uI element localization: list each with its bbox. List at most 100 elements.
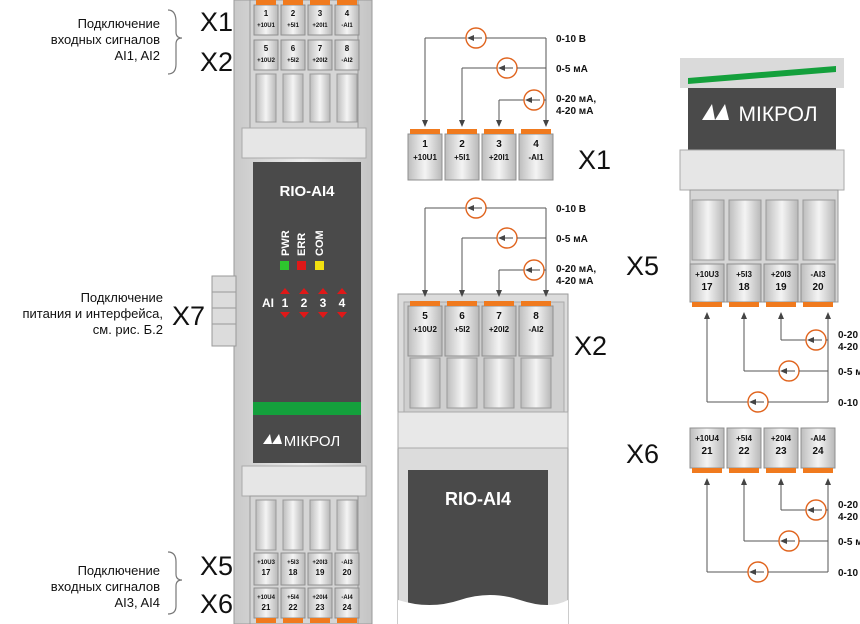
terminal-screw-cap (803, 468, 833, 473)
terminal-screw-cap (283, 0, 303, 5)
ai-channel-3: 3 (320, 296, 327, 310)
terminal-signal: -AI1 (528, 153, 544, 162)
terminal-number: 21 (701, 446, 713, 457)
terminal-cell (280, 587, 306, 619)
label-line: Подключение (77, 16, 160, 31)
terminal-cell (253, 552, 279, 586)
terminal-cell (481, 133, 517, 181)
terminal-screw-cap (283, 618, 303, 623)
terminal-signal: +10U1 (413, 153, 437, 162)
terminal-signal: -AI2 (341, 58, 353, 64)
green-stripe (253, 402, 361, 415)
terminal-signal: +5I3 (736, 270, 752, 279)
terminal-body (765, 199, 799, 261)
detail-brand-logo: МIКРОЛ (739, 103, 818, 126)
terminal-cell (334, 39, 360, 71)
terminal-screw-cap (447, 301, 477, 306)
terminal-number: 23 (775, 446, 787, 457)
terminal-body (520, 357, 552, 409)
terminal-cell (307, 39, 333, 71)
main-terminals-x5-x6: +10U317+5I318+20I319-AI320+10U421+5I422+… (253, 499, 360, 623)
terminal-number: 20 (343, 568, 352, 577)
detail-brand-mark-icon (702, 104, 729, 120)
signal-label-4-20ma: 4-20 мА (838, 512, 860, 523)
terminal-number: 22 (289, 603, 298, 612)
terminal-signal: -AI3 (341, 560, 353, 566)
terminal-signal: +5I4 (287, 595, 300, 601)
label-line: AI1, AI2 (114, 48, 160, 63)
terminal-screw-cap (484, 301, 514, 306)
connector-label-x2: X2 (200, 47, 234, 77)
terminal-screw-cap (521, 129, 551, 134)
terminal-signal: +20I1 (489, 153, 510, 162)
terminal-cell (518, 305, 554, 357)
terminal-cell (334, 4, 360, 36)
terminal-signal: +20I4 (771, 434, 792, 443)
terminal-number: 3 (496, 139, 502, 150)
connector-label-x1: X1 (200, 7, 234, 37)
terminal-signal: +20I3 (771, 270, 792, 279)
ai-down-arrow-icon (280, 312, 347, 318)
led-label-pwr: PWR (280, 230, 292, 256)
led-pwr (280, 261, 289, 270)
terminal-signal: -AI4 (341, 595, 353, 601)
wiring: 0-10 В0-5 мА0-20 мА,4-20 мА0-10 В0-5 мА0… (422, 27, 860, 583)
signal-label-0-10v: 0-10 В (556, 34, 586, 45)
led-label-err: ERR (296, 233, 308, 256)
terminal-body (336, 73, 358, 123)
terminal-body (336, 499, 358, 551)
brand-mark-icon (263, 434, 282, 444)
led-err (297, 261, 306, 270)
terminal-signal: +5I2 (454, 325, 470, 334)
signal-label-4-20ma: 4-20 мА (556, 276, 593, 287)
terminal-number: 23 (316, 603, 325, 612)
signal-label-0-5ma: 0-5 мА (556, 234, 588, 245)
terminal-number: 6 (291, 44, 296, 53)
front-panel (253, 162, 361, 417)
terminal-screw-cap (692, 302, 722, 307)
terminal-number: 18 (738, 282, 750, 293)
connector-label-x5: X5 (200, 551, 234, 581)
signal-label-0-20ma: 0-20 мА, (556, 94, 596, 105)
signal-label-0-10v: 0-10 В (556, 204, 586, 215)
terminal-screw-cap (447, 129, 477, 134)
terminal-cell (407, 133, 443, 181)
brace-top (167, 9, 183, 75)
terminal-cell (444, 133, 480, 181)
terminal-number: 19 (316, 568, 325, 577)
terminal-signal: -AI3 (810, 270, 826, 279)
terminal-number: 6 (459, 311, 465, 322)
terminal-signal: +20I4 (312, 595, 328, 601)
terminal-screw-cap (410, 129, 440, 134)
terminal-number: 19 (775, 282, 787, 293)
terminal-screw-cap (337, 618, 357, 623)
terminal-number: 8 (533, 311, 539, 322)
label-line: входных сигналов (50, 579, 160, 594)
terminal-cell (253, 587, 279, 619)
terminal-body (728, 199, 762, 261)
terminal-body (282, 73, 304, 123)
terminal-signal: +10U4 (257, 595, 276, 601)
terminal-number: 4 (533, 139, 539, 150)
main-terminals-x1-x2: 1+10U12+5I13+20I14-AI15+10U26+5I27+20I28… (253, 0, 360, 123)
label-line: AI3, AI4 (114, 595, 160, 610)
terminal-body (691, 199, 725, 261)
terminal-screw-cap (692, 468, 722, 473)
signal-label-4-20ma: 4-20 мА (838, 342, 860, 353)
terminal-number: 3 (318, 9, 323, 18)
signal-label-0-5ma: 0-5 мА (838, 367, 860, 378)
terminal-signal: +5I1 (287, 23, 300, 29)
terminal-signal: +10U2 (257, 58, 276, 64)
terminal-cell (253, 39, 279, 71)
terminal-number: 17 (701, 282, 713, 293)
detail-label-x5: X5 (626, 251, 660, 281)
terminal-screw-cap (803, 302, 833, 307)
terminal-number: 18 (289, 568, 298, 577)
terminal-number: 21 (262, 603, 271, 612)
signal-label-0-20ma: 0-20 мА, (556, 264, 596, 275)
terminal-signal: +10U3 (257, 560, 276, 566)
label-line: см. рис. Б.2 (92, 322, 163, 337)
terminal-number: 7 (318, 44, 323, 53)
signal-label-0-20ma: 0-20 мА, (838, 500, 860, 511)
